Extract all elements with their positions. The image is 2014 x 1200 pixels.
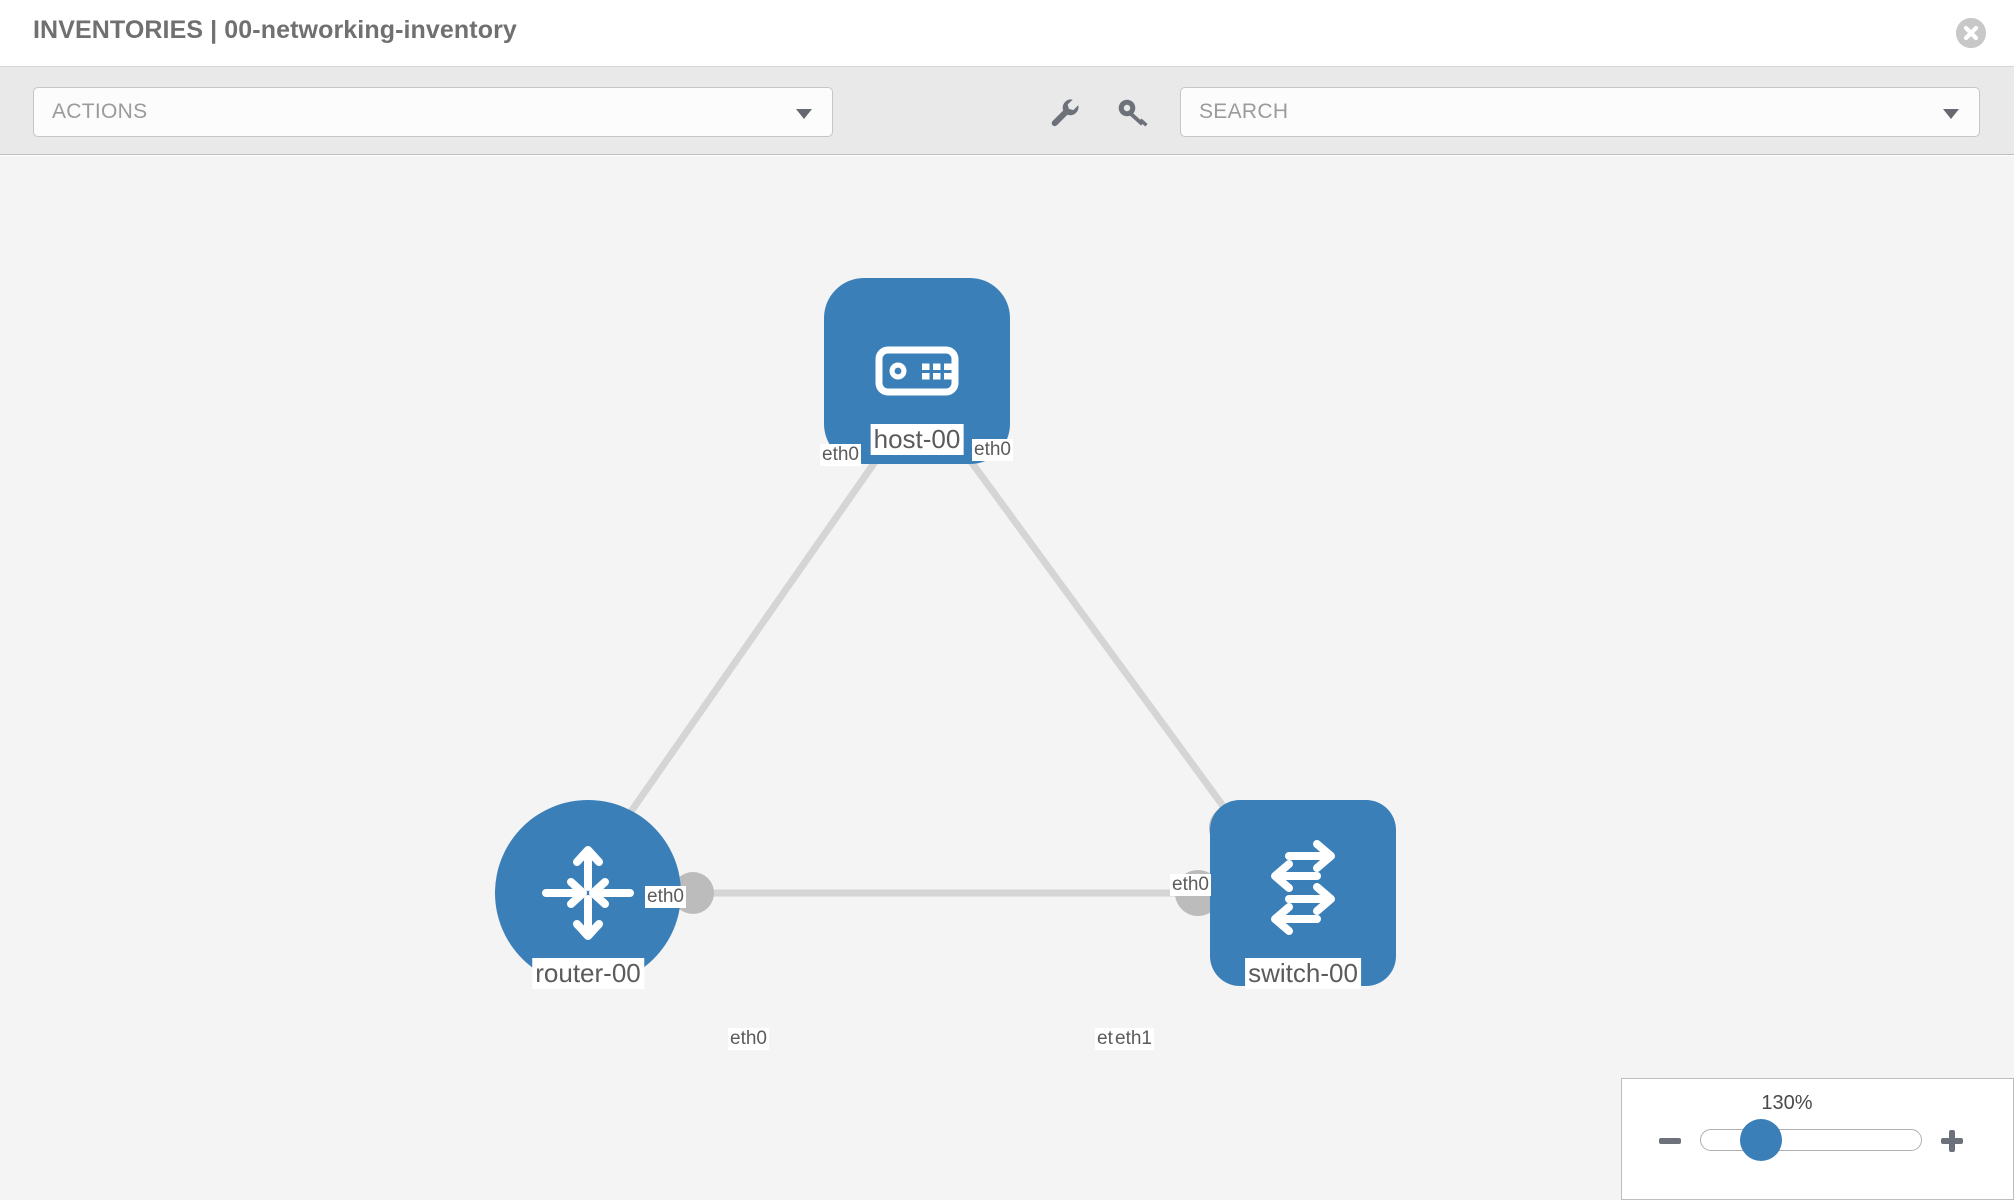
wrench-icon[interactable] [1047,95,1083,131]
zoom-level-value: 130% [1761,1092,1813,1114]
zoom-in-button[interactable] [1938,1127,1966,1155]
edge-label-router-to-host: eth0 [645,886,686,908]
actions-dropdown-label: ACTIONS [52,100,148,123]
zoom-slider-thumb[interactable] [1740,1119,1782,1161]
actions-dropdown[interactable]: ACTIONS [33,87,833,137]
node-host-00[interactable] [824,278,1010,464]
search-input[interactable]: SEARCH [1180,87,1980,137]
edge-label-switch-to-host: eth0 [1170,874,1211,896]
zoom-out-button[interactable] [1656,1127,1684,1155]
edge-label-host-to-switch: eth0 [972,439,1013,461]
link-host-switch [942,423,1248,839]
node-label-switch: switch-00 [1245,958,1361,989]
node-label-host: host-00 [870,424,964,455]
page-header: INVENTORIES | 00-networking-inventory [0,0,2014,67]
node-router-00[interactable] [495,800,681,986]
edge-label-router-eth0: eth0 [728,1028,769,1050]
node-label-router: router-00 [532,958,644,989]
topology-ports[interactable] [672,413,1255,916]
zoom-control-panel: 130% [1621,1078,2014,1200]
topology-canvas[interactable]: host-00 router-00 switch-00 eth0 eth0 et… [0,156,2014,1200]
search-placeholder: SEARCH [1199,100,1289,123]
page-title: INVENTORIES | 00-networking-inventory [33,16,517,44]
edge-label-switch-eth1: eth1 [1113,1028,1154,1050]
key-icon[interactable] [1115,95,1151,131]
chevron-down-icon[interactable] [1943,109,1959,119]
topology-graph [495,278,1396,986]
topology-links [597,423,1248,897]
zoom-slider-track[interactable] [1700,1129,1922,1151]
toolbar: ACTIONS SEARCH [0,67,2014,155]
close-icon[interactable] [1956,18,1986,48]
node-switch-00[interactable] [1210,800,1396,986]
edge-label-host-to-router: eth0 [820,444,861,466]
link-host-router [597,423,903,859]
chevron-down-icon [796,109,812,119]
